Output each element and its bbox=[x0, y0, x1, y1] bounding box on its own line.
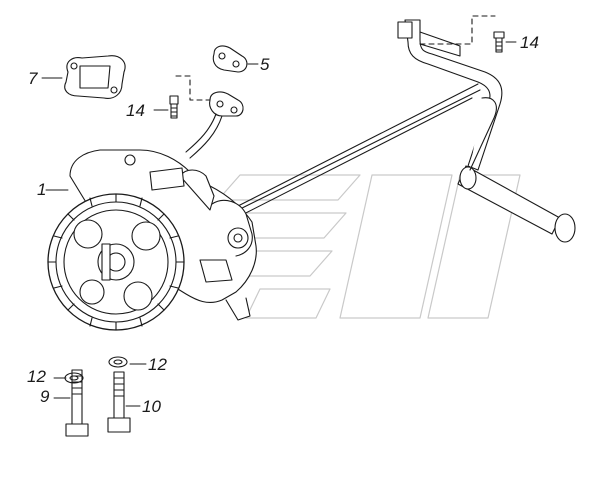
callout-5: 5 bbox=[260, 55, 270, 74]
bolt-10 bbox=[107, 371, 131, 433]
pipe-bracket bbox=[397, 21, 461, 57]
callout-14-left: 14 bbox=[126, 101, 145, 120]
leader-lines bbox=[41, 41, 517, 407]
bolt-14-left bbox=[169, 95, 179, 119]
gasket-plate bbox=[64, 55, 126, 99]
watermark-logo bbox=[189, 174, 521, 319]
callout-12-left: 12 bbox=[27, 367, 46, 386]
callout-10: 10 bbox=[142, 397, 161, 416]
callout-1: 1 bbox=[37, 180, 47, 199]
callout-12-right: 12 bbox=[148, 355, 167, 374]
suction-pipe bbox=[229, 19, 576, 243]
flange-5 bbox=[212, 45, 248, 73]
oil-tube-flange bbox=[185, 91, 244, 159]
callout-7: 7 bbox=[28, 69, 38, 88]
callout-9: 9 bbox=[40, 387, 50, 406]
dashed-reference-lines bbox=[175, 15, 496, 101]
callout-14-right: 14 bbox=[520, 33, 539, 52]
washer-12-right bbox=[108, 356, 128, 368]
bolt-14-right bbox=[493, 31, 505, 53]
drive-gear bbox=[47, 193, 185, 331]
